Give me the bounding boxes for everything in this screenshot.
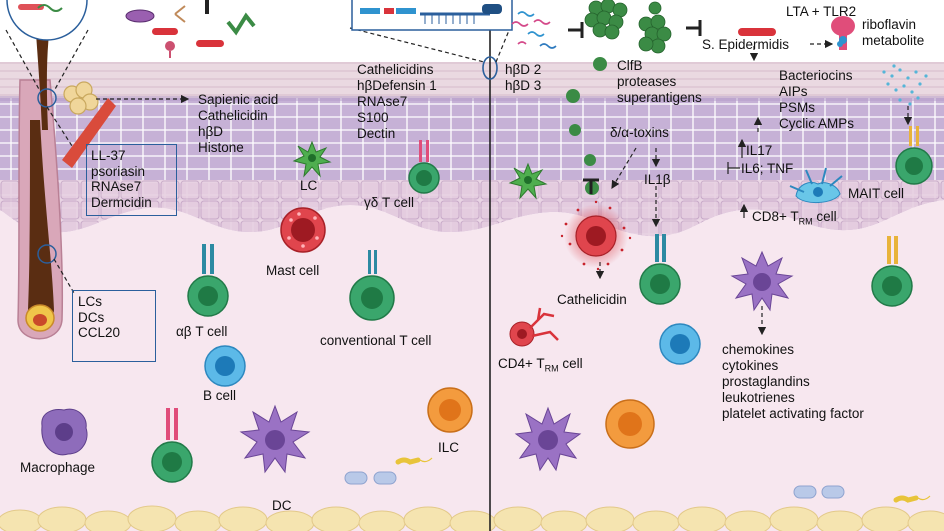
toxins-label: δ/α-toxins xyxy=(610,125,669,140)
follicle-item-2: DCs xyxy=(78,309,105,325)
staph-factor-3: superantigens xyxy=(617,90,702,105)
t-cell-il1b xyxy=(639,234,681,305)
defensin-structure-inset xyxy=(351,0,513,31)
il1b-label: IL1β xyxy=(644,172,671,187)
riboflavin-label-2: metabolite xyxy=(862,33,925,48)
microbe-cluster-left xyxy=(125,0,256,58)
basal-layer xyxy=(0,180,944,237)
follicle-box: LCs DCs CCL20 xyxy=(72,290,156,362)
riboflavin-label-1: riboflavin xyxy=(862,17,917,32)
staph-factor-1: ClfB xyxy=(617,58,643,73)
b-cell-label: B cell xyxy=(203,388,237,403)
cathelicidin-label: Cathelicidin xyxy=(557,292,627,307)
b-cell-right xyxy=(659,323,701,365)
gland-product-2: Cathelicidin xyxy=(198,108,268,123)
conventional-t-cell xyxy=(349,250,395,321)
amp-4: Dermcidin xyxy=(91,194,152,210)
degranulating-mast-cell xyxy=(560,200,632,271)
cd8-trm-cell xyxy=(789,167,843,203)
stratum-corneum xyxy=(0,62,944,98)
t-cell-lower xyxy=(151,408,193,483)
b-cell xyxy=(204,345,246,387)
aips-label: AIPs xyxy=(779,84,808,99)
psms-label: PSMs xyxy=(779,100,816,115)
mediator-2: cytokines xyxy=(722,358,779,373)
ab-t-cell xyxy=(187,244,229,317)
cd8-trm-label: CD8+ TRM cell xyxy=(752,209,837,227)
zoom-ring-hbd xyxy=(482,56,498,80)
dendritic-cell-right xyxy=(730,250,794,312)
gd-t-cell-label: γδ T cell xyxy=(364,195,415,210)
hair-follicle xyxy=(17,0,116,340)
zoom-ring-bacteria xyxy=(18,4,63,12)
keratinocyte-amp-4: S100 xyxy=(357,110,389,125)
macrophage xyxy=(41,408,88,456)
ab-t-cell-label: αβ T cell xyxy=(176,324,228,339)
langerhans-cell-left xyxy=(292,140,332,178)
ilc-cell xyxy=(427,387,473,433)
cd4-trm-label: CD4+ TRM cell xyxy=(498,356,583,374)
gland-product-4: Histone xyxy=(198,140,244,155)
amp-3: RNAse7 xyxy=(91,179,142,194)
mait-cell xyxy=(895,126,933,185)
mediator-4: leukotrienes xyxy=(722,390,795,405)
il17-label: IL17 xyxy=(746,143,773,158)
subcutaneous-fat xyxy=(0,505,944,531)
microbes-right xyxy=(511,0,928,195)
amp-1: LL-37 xyxy=(91,148,126,163)
conventional-t-cell-label: conventional T cell xyxy=(320,333,432,348)
langerhans-cell-right xyxy=(508,162,548,200)
gland-product-3: hβD xyxy=(198,124,224,139)
mediator-5: platelet activating factor xyxy=(722,406,864,421)
inhibit-toxin xyxy=(583,178,599,194)
keratinocyte-amp-5: Dectin xyxy=(357,126,396,141)
lc-label: LC xyxy=(300,178,318,193)
il6-tnf-label: IL6; TNF xyxy=(741,161,794,176)
dermal-bacteria-left xyxy=(344,457,433,485)
tlr-label: LTA + TLR2 xyxy=(786,4,857,19)
dendritic-cell-left xyxy=(239,404,311,474)
amp-2: psoriasin xyxy=(91,163,146,179)
keratinocyte-amp-2: hβDefensin 1 xyxy=(357,78,437,93)
keratinocyte-amp-1: Cathelicidins xyxy=(357,62,434,77)
mast-cell xyxy=(280,207,326,253)
follicle-item-3: CCL20 xyxy=(78,325,121,340)
gd-t-cell xyxy=(408,140,440,194)
mediator-1: chemokines xyxy=(722,342,795,357)
gland-product-1: Sapienic acid xyxy=(198,92,279,107)
s-epidermidis-label: S. Epidermidis xyxy=(702,37,790,52)
hbd3-label: hβD 3 xyxy=(505,78,542,93)
mait-cell-label: MAIT cell xyxy=(848,186,905,201)
dermal-bacteria-right xyxy=(793,485,931,503)
cyclic-amps-label: Cyclic AMPs xyxy=(779,116,855,131)
macrophage-label: Macrophage xyxy=(20,460,96,475)
cd4-trm-cell xyxy=(509,307,559,347)
t-cell-right xyxy=(871,236,913,307)
hbd2-label: hβD 2 xyxy=(505,62,542,77)
ilc-label: ILC xyxy=(438,440,460,455)
keratinocyte-amp-3: RNAse7 xyxy=(357,94,408,109)
dendritic-cell-bottom xyxy=(514,406,582,472)
zoom-ring-lower xyxy=(37,244,57,264)
ilc-cell-right xyxy=(605,399,655,449)
follicle-item-1: LCs xyxy=(78,294,103,309)
mast-cell-label: Mast cell xyxy=(266,263,320,278)
staph-factor-2: proteases xyxy=(617,74,677,89)
bacteriocins-label: Bacteriocins xyxy=(779,68,853,83)
dc-label: DC xyxy=(272,498,292,513)
mediator-3: prostaglandins xyxy=(722,374,810,389)
amp-box: LL-37 psoriasin RNAse7 Dermcidin xyxy=(86,144,177,216)
